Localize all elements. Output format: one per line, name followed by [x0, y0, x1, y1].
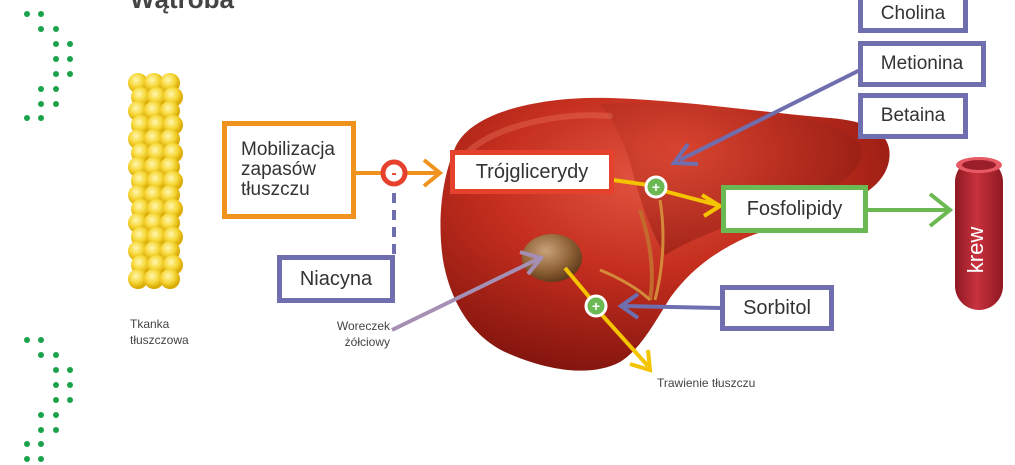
- niacin-box: Niacyna: [277, 255, 395, 303]
- betaine-label: Betaina: [881, 105, 945, 127]
- blood-label: krew: [966, 240, 986, 260]
- sorbitol-label: Sorbitol: [743, 297, 811, 320]
- choline-box: Cholina: [858, 0, 968, 33]
- mobilization-label: Mobilizacja zapasów tłuszczu: [241, 140, 335, 200]
- stimulation-symbol-upper: +: [646, 177, 666, 197]
- adipose-tissue-illustration: [128, 73, 183, 289]
- inhibition-symbol: -: [383, 162, 405, 184]
- minus-sign: -: [391, 165, 396, 182]
- triglycerides-box: Trójglicerydy: [450, 150, 614, 194]
- sorbitol-arrow: [623, 306, 720, 308]
- fat-digestion-label: Trawienie tłuszczu: [657, 375, 755, 391]
- methionine-label: Metionina: [881, 53, 963, 75]
- fat-cell: [160, 269, 180, 289]
- sorbitol-box: Sorbitol: [720, 285, 834, 331]
- phospholipids-box: Fosfolipidy: [721, 185, 868, 233]
- triglycerides-label: Trójglicerydy: [476, 161, 589, 184]
- dot-pattern-bottom: [24, 337, 73, 462]
- adipose-tissue-label: Tkanka tłuszczowa: [130, 316, 189, 348]
- methionine-box: Metionina: [858, 41, 986, 87]
- page-title: Wątroba: [130, 0, 234, 15]
- niacin-label: Niacyna: [300, 268, 372, 291]
- phospholipids-label: Fosfolipidy: [747, 198, 843, 221]
- dot-pattern-top: [24, 11, 73, 121]
- plus-sign-lower: +: [592, 298, 600, 314]
- gallbladder-label: Woreczek żółciowy: [298, 318, 390, 350]
- mobilization-box: Mobilizacja zapasów tłuszczu: [222, 121, 356, 219]
- plus-sign-upper: +: [652, 179, 660, 195]
- choline-label: Cholina: [881, 3, 945, 25]
- stimulation-symbol-lower: +: [586, 296, 606, 316]
- betaine-box: Betaina: [858, 93, 968, 139]
